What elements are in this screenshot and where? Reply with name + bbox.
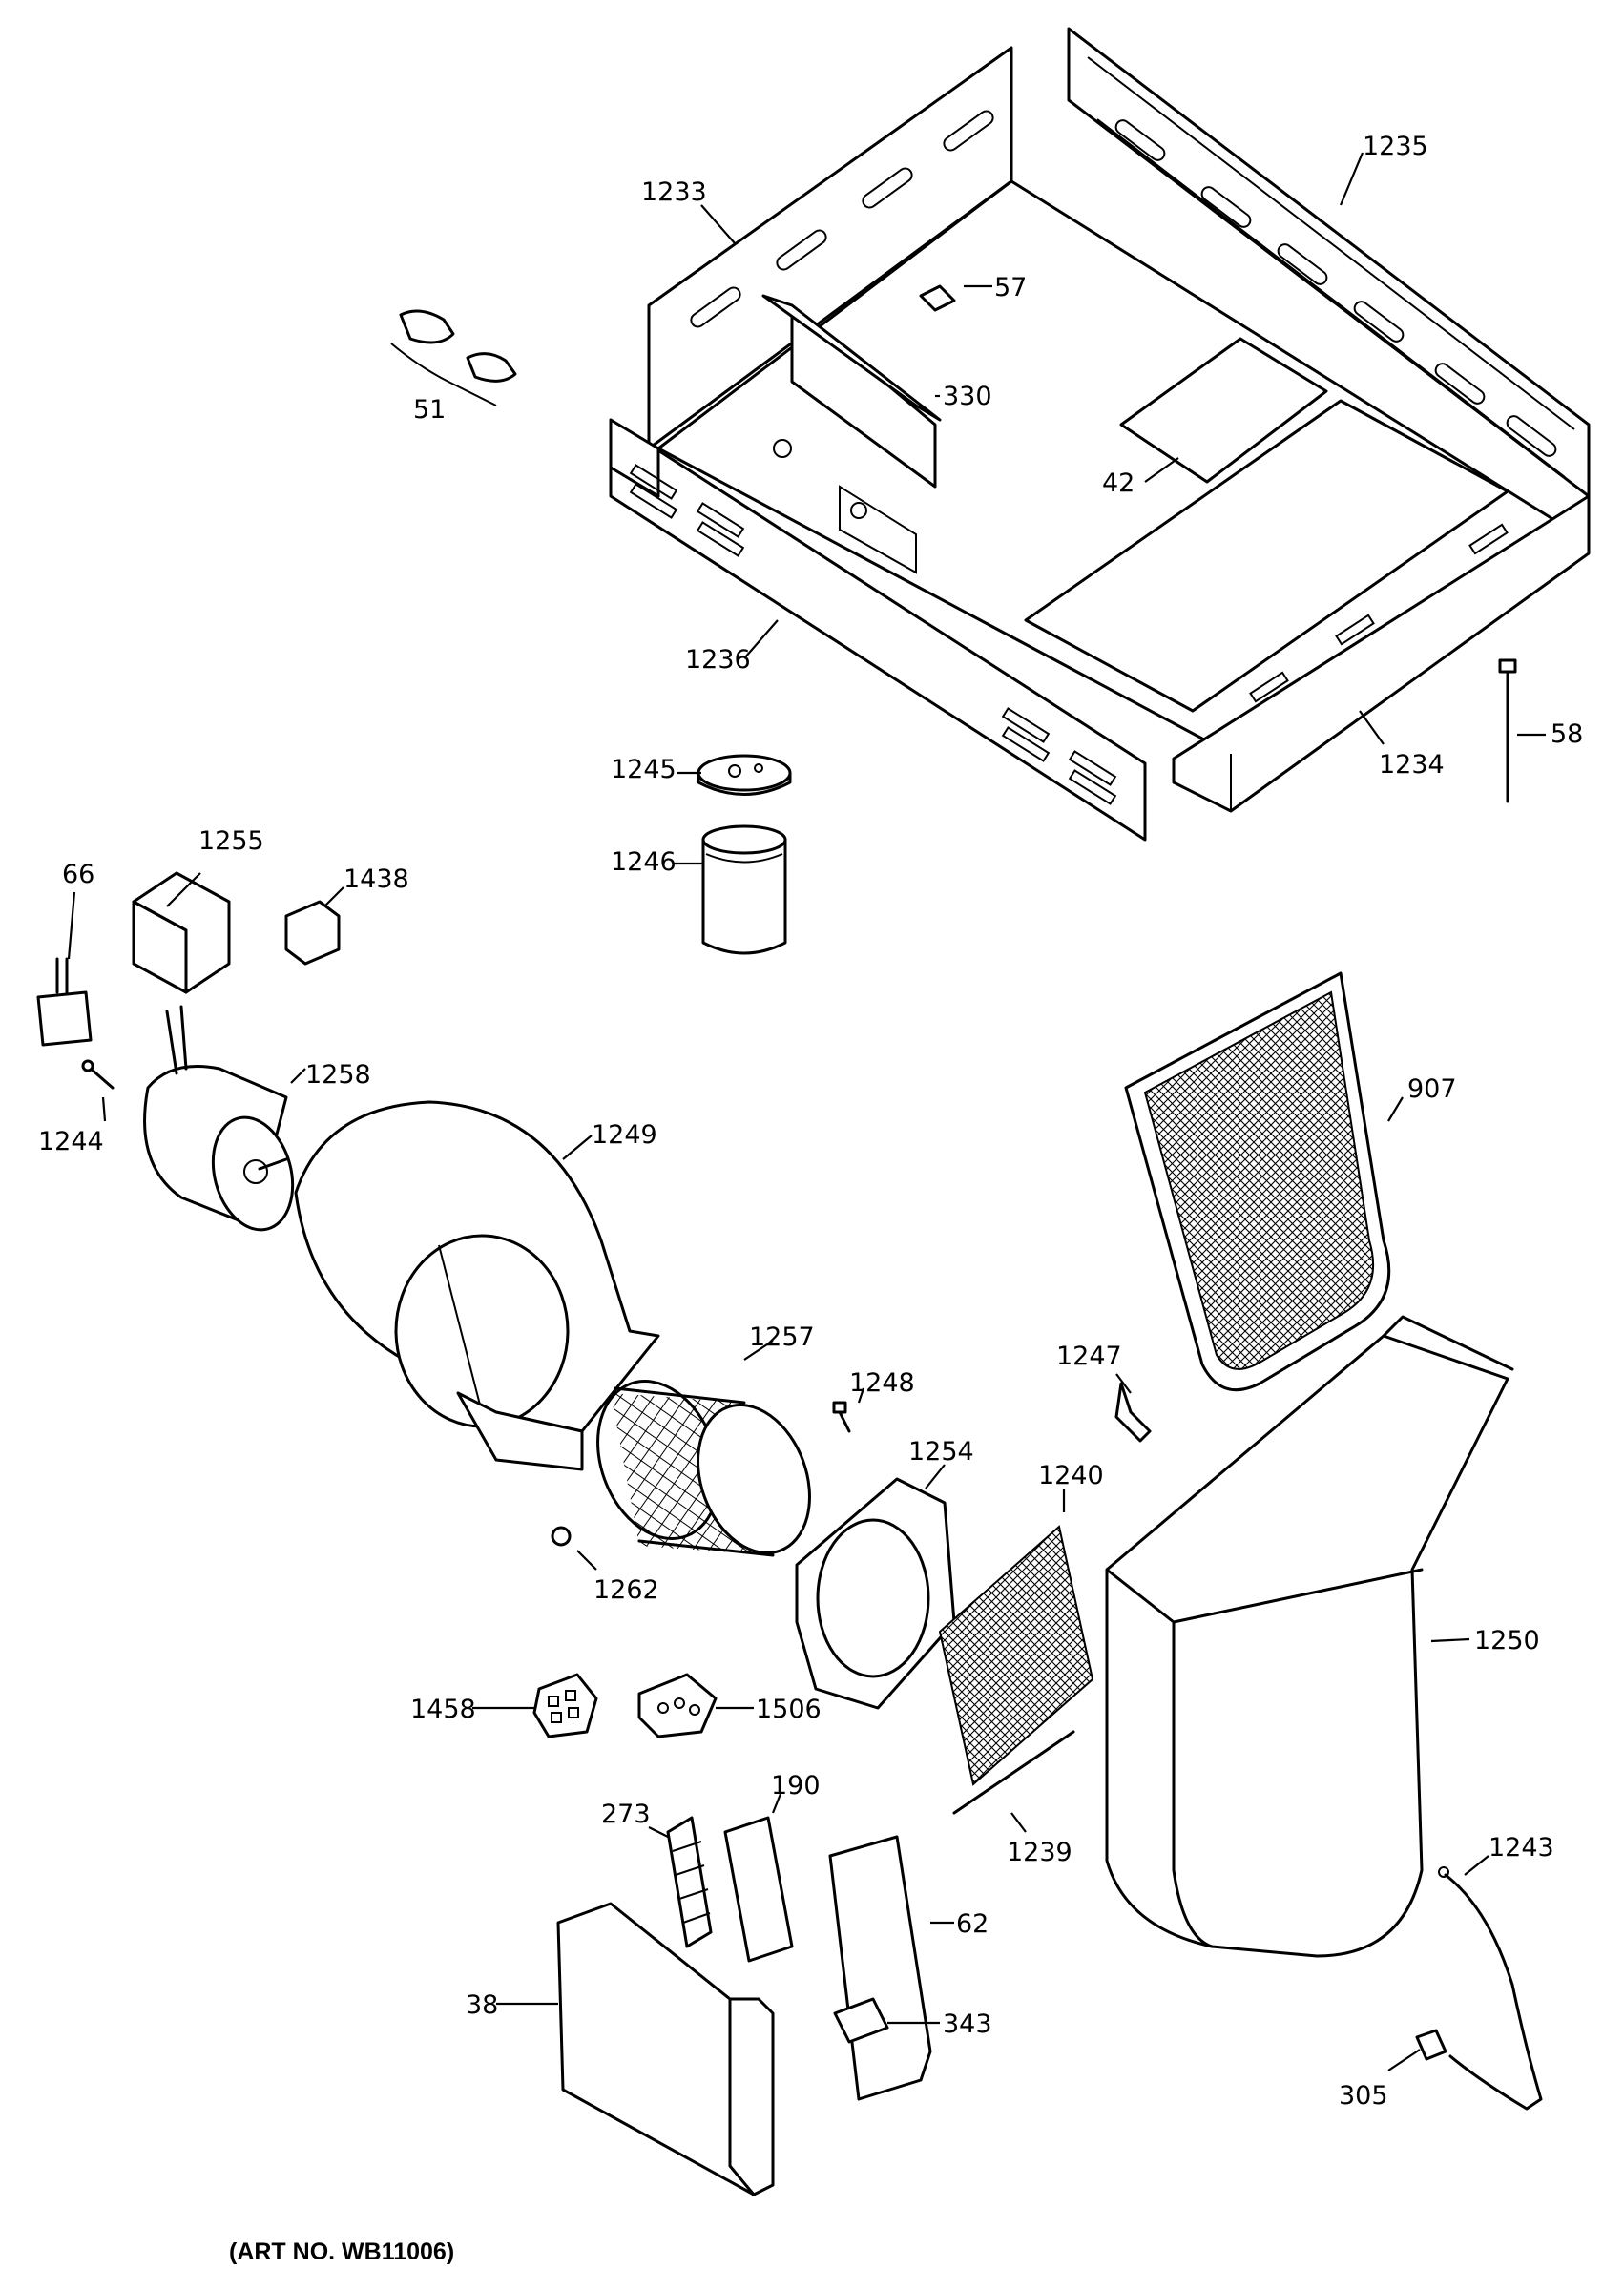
label-1262: 1262 (593, 1575, 659, 1605)
terminal-block-273 (666, 1816, 713, 1948)
filter-907 (1124, 971, 1391, 1392)
board-62 (828, 1835, 932, 2101)
label-57: 57 (994, 273, 1027, 302)
label-190: 190 (771, 1771, 821, 1801)
label-58: 58 (1551, 719, 1583, 749)
label-305: 305 (1339, 2081, 1388, 2111)
orifice-ring-1254 (795, 1477, 956, 1710)
label-1458: 1458 (410, 1695, 476, 1724)
label-1234: 1234 (1379, 750, 1445, 780)
component-1438 (284, 900, 341, 966)
label-1233: 1233 (641, 177, 707, 207)
relay-343 (833, 1997, 889, 2044)
label-1236: 1236 (685, 645, 751, 675)
screw-58 (1498, 658, 1517, 803)
label-62: 62 (956, 1909, 989, 1939)
label-1247: 1247 (1056, 1342, 1122, 1371)
clips-51 (390, 309, 517, 406)
label-1235: 1235 (1363, 132, 1428, 161)
label-1255: 1255 (198, 826, 264, 856)
clip-1247 (1114, 1382, 1152, 1443)
front-panel-1236 (609, 418, 1147, 842)
glass-globe-1246 (701, 824, 787, 955)
wire-1243 (1438, 1866, 1543, 2111)
label-1240: 1240 (1038, 1461, 1104, 1490)
cover-38 (556, 1902, 775, 2196)
label-1257: 1257 (749, 1322, 815, 1352)
label-1244: 1244 (38, 1127, 104, 1156)
art-number: (ART NO. WB11006) (229, 2238, 454, 2265)
lamp-cover-1245 (697, 754, 792, 796)
label-343: 343 (943, 2009, 992, 2039)
label-1243: 1243 (1489, 1833, 1554, 1863)
connector-1458 (532, 1673, 598, 1738)
label-1254: 1254 (908, 1437, 974, 1467)
switch-66 (36, 957, 93, 1047)
pin-1244 (81, 1059, 115, 1090)
label-1239: 1239 (1007, 1838, 1072, 1867)
bracket-190 (723, 1816, 794, 1963)
leader-lines (67, 152, 1546, 2071)
screw-1248 (832, 1401, 851, 1433)
bracket-1255 (132, 871, 231, 994)
label-51: 51 (413, 395, 446, 425)
motor-1258 (143, 1005, 295, 1232)
plate-42 (1119, 337, 1328, 484)
duct-1250 (1105, 1315, 1514, 1958)
label-1438: 1438 (344, 864, 409, 894)
label-330: 330 (943, 382, 992, 411)
label-273: 273 (601, 1800, 651, 1829)
clip-57 (919, 284, 956, 312)
label-1506: 1506 (756, 1695, 822, 1724)
label-1250: 1250 (1474, 1626, 1540, 1655)
label-1258: 1258 (305, 1060, 371, 1090)
side-panel-1234 (1172, 494, 1591, 813)
clip-305 (1415, 2029, 1447, 2061)
label-38: 38 (466, 1990, 498, 2020)
label-1246: 1246 (611, 847, 677, 877)
label-1249: 1249 (592, 1120, 657, 1150)
label-42: 42 (1102, 468, 1135, 498)
screen-1240 (938, 1525, 1094, 1786)
label-1248: 1248 (849, 1368, 915, 1398)
connector-1506 (637, 1673, 718, 1738)
label-907: 907 (1407, 1074, 1457, 1104)
blower-wheel-1257 (596, 1380, 811, 1557)
chassis-assembly (609, 27, 1591, 842)
blower-housing-1249 (294, 1100, 660, 1471)
nut-1262 (551, 1526, 572, 1547)
part-labels: 1233 1235 57 51 330 42 1236 1234 58 1245… (38, 132, 1583, 2111)
label-1245: 1245 (611, 755, 677, 784)
rod-1239 (952, 1730, 1075, 1815)
label-66: 66 (62, 860, 94, 889)
